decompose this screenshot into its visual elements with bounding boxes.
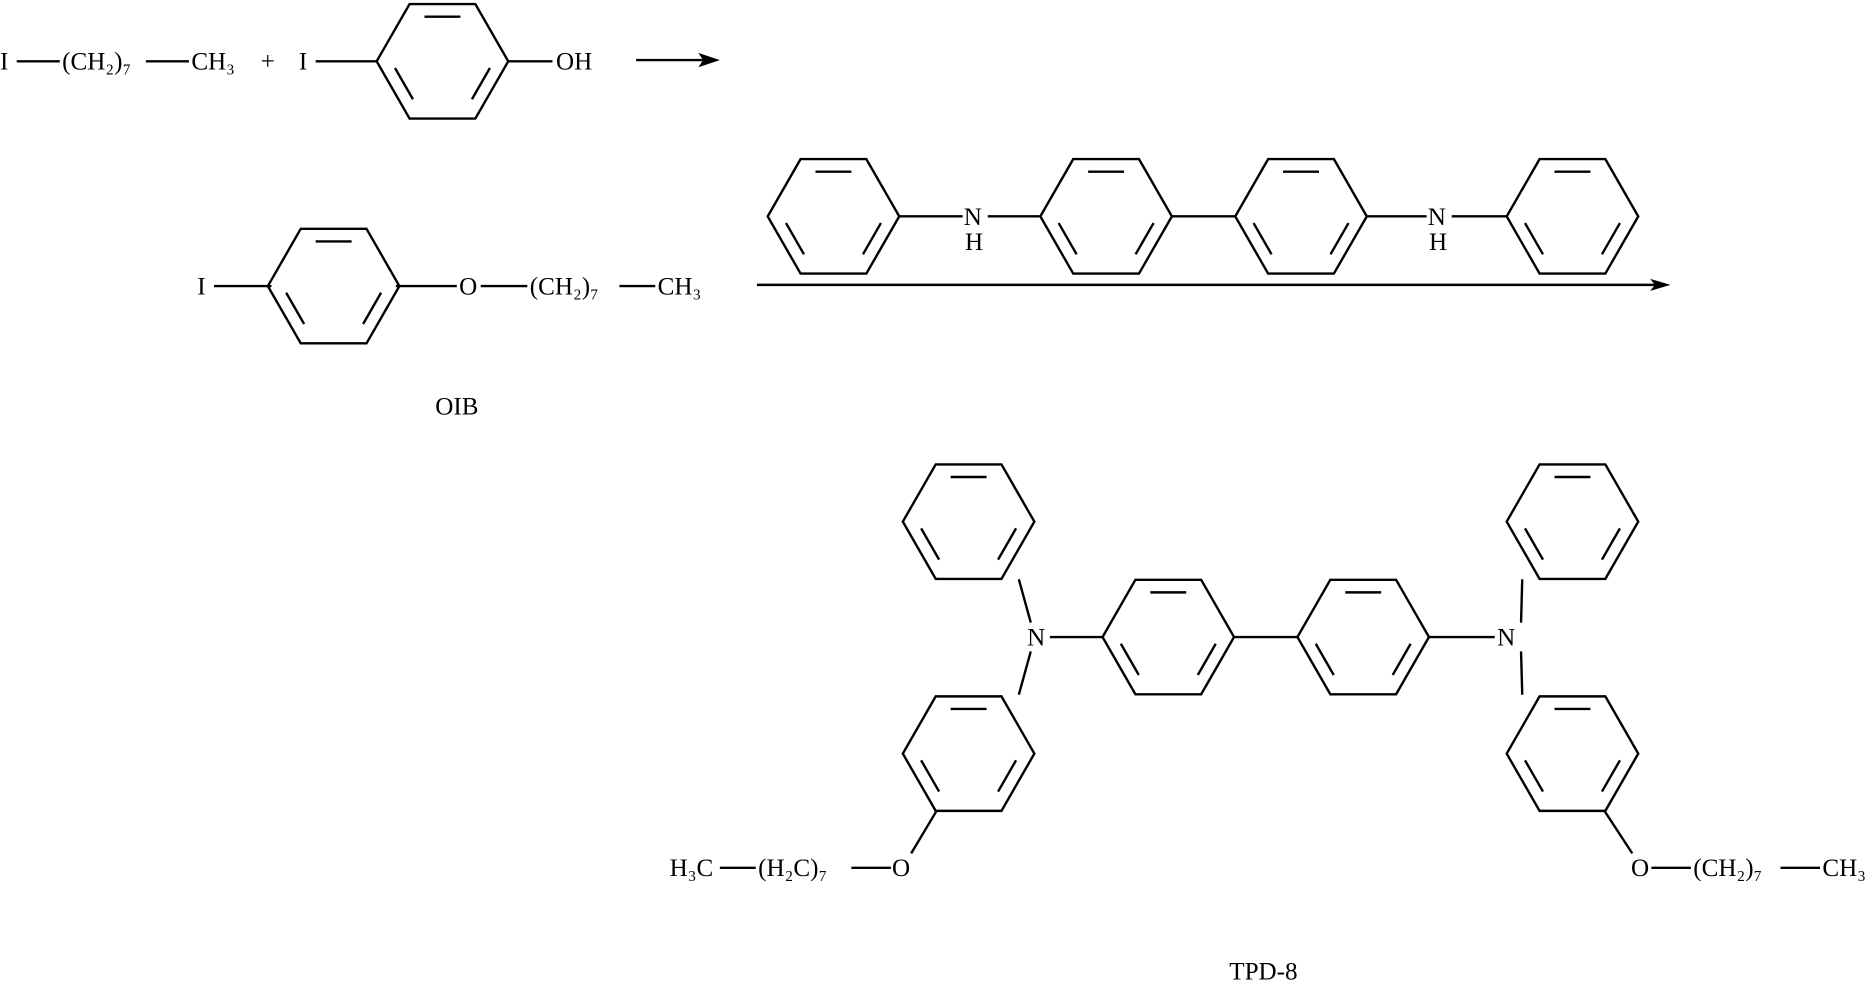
double-bond	[998, 760, 1016, 791]
double-bond	[863, 223, 881, 254]
hydrogen-label: H	[965, 229, 983, 256]
bond	[1521, 579, 1522, 622]
nitrogen-label: N	[964, 204, 982, 231]
bond	[1019, 579, 1031, 622]
methyl-label: H₃C	[670, 855, 714, 882]
methylene-chain-label: (CH₂)₇	[530, 273, 599, 300]
iodine-label: I	[299, 49, 307, 76]
methyl-label: CH₃	[191, 49, 235, 76]
double-bond	[786, 223, 804, 254]
double-bond	[921, 528, 939, 559]
benzene-ring	[377, 4, 509, 119]
double-bond	[472, 68, 490, 99]
double-bond	[1602, 760, 1620, 791]
iodine-label: I	[0, 49, 8, 76]
iodine-label: I	[197, 273, 205, 300]
double-bond	[1254, 223, 1272, 254]
oxygen-label: O	[1631, 855, 1649, 882]
benzene-ring	[903, 464, 1035, 579]
benzene-ring	[1040, 159, 1172, 274]
double-bond	[363, 293, 381, 324]
compound-name-oib: OIB	[435, 394, 478, 421]
compound-name-tpd8: TPD-8	[1229, 959, 1297, 986]
methyl-label: CH₃	[658, 273, 702, 300]
double-bond	[1602, 528, 1620, 559]
double-bond	[1393, 644, 1411, 675]
nitrogen-label: N	[1497, 624, 1515, 651]
oxygen-label: O	[459, 273, 477, 300]
benzene-ring	[768, 159, 900, 274]
double-bond	[286, 293, 304, 324]
benzene-ring	[1103, 580, 1235, 695]
bond	[1521, 651, 1522, 694]
double-bond	[1198, 644, 1216, 675]
nitrogen-label: N	[1027, 624, 1045, 651]
double-bond	[1059, 223, 1077, 254]
double-bond	[1316, 644, 1334, 675]
bond	[911, 811, 936, 853]
double-bond	[1525, 223, 1543, 254]
benzene-ring	[1235, 159, 1367, 274]
double-bond	[1121, 644, 1139, 675]
plus-sign: +	[261, 49, 275, 76]
hydroxyl-label: OH	[556, 49, 592, 76]
hydrogen-label: H	[1429, 229, 1447, 256]
double-bond	[1331, 223, 1349, 254]
benzene-ring	[268, 229, 400, 344]
methyl-label: CH₃	[1822, 855, 1866, 882]
double-bond	[1525, 528, 1543, 559]
double-bond	[395, 68, 413, 99]
double-bond	[921, 760, 939, 791]
oxygen-label: O	[892, 855, 910, 882]
double-bond	[1602, 223, 1620, 254]
benzene-ring	[1507, 696, 1639, 811]
reaction-arrow-2	[757, 279, 1671, 291]
nitrogen-label: N	[1428, 204, 1446, 231]
methylene-chain-label: (CH₂)₇	[1693, 855, 1762, 882]
methylene-chain-label: (CH₂)₇	[62, 49, 131, 76]
bond	[1019, 651, 1031, 694]
benzene-ring	[1507, 464, 1639, 579]
double-bond	[1525, 760, 1543, 791]
benzene-ring	[1507, 159, 1639, 274]
double-bond	[1136, 223, 1154, 254]
reaction-arrow-1	[636, 53, 720, 67]
methylene-chain-label: (H₂C)₇	[758, 855, 827, 882]
benzene-ring	[903, 696, 1035, 811]
double-bond	[998, 528, 1016, 559]
benzene-ring	[1297, 580, 1429, 695]
bond	[1605, 811, 1633, 853]
